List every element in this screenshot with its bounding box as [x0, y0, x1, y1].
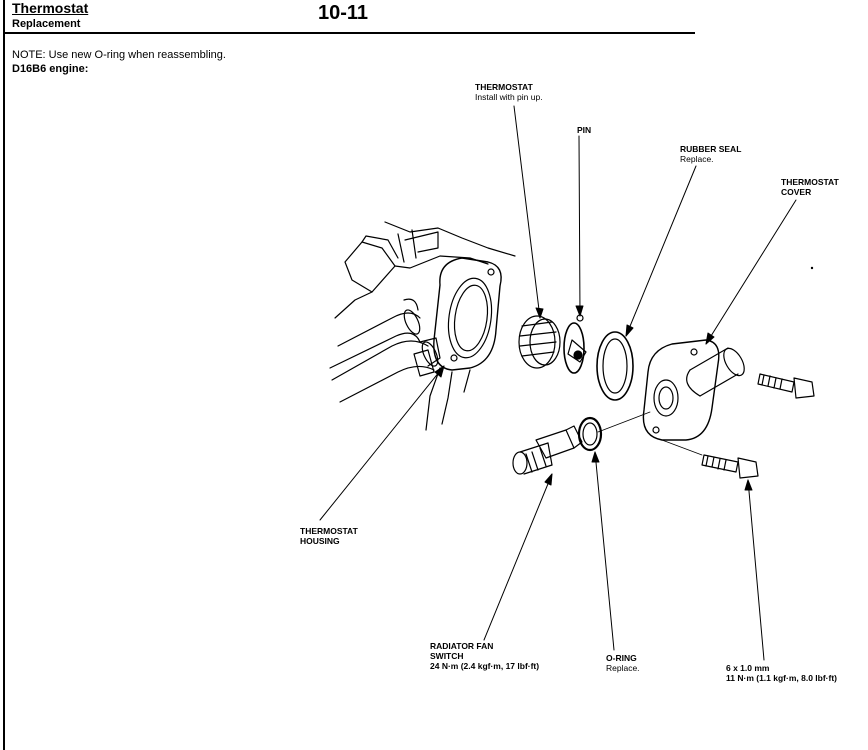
thermostat-drawing	[518, 314, 587, 374]
bolts-drawing	[701, 266, 815, 479]
label-o-ring-name: O-RING	[606, 653, 637, 663]
label-pin: PIN	[577, 125, 591, 135]
label-radiator-fan-switch-line1: RADIATOR FAN	[430, 641, 494, 651]
radiator-fan-switch-drawing	[512, 425, 583, 475]
label-rubber-seal-name: RUBBER SEAL	[680, 144, 742, 154]
thermostat-housing-drawing	[329, 221, 516, 431]
label-thermostat: THERMOSTAT Install with pin up.	[475, 82, 543, 102]
thermostat-cover-drawing	[642, 339, 745, 441]
label-pin-name: PIN	[577, 125, 592, 135]
label-o-ring: O-RING Replace.	[606, 653, 640, 673]
label-radiator-fan-switch-torque: 24 N·m (2.4 kgf·m, 17 lbf·ft)	[430, 661, 540, 671]
page-title: Thermostat	[12, 0, 89, 16]
label-o-ring-note: Replace.	[606, 663, 640, 673]
label-radiator-fan-switch-line2: SWITCH	[430, 651, 464, 661]
label-bolt: 6 x 1.0 mm 11 N·m (1.1 kgf·m, 8.0 lbf·ft…	[726, 663, 837, 683]
label-radiator-fan-switch: RADIATOR FAN SWITCH 24 N·m (2.4 kgf·m, 1…	[430, 641, 539, 671]
label-rubber-seal: RUBBER SEAL Replace.	[680, 144, 741, 164]
note-text: NOTE: Use new O-ring when reassembling.	[12, 49, 226, 61]
label-thermostat-housing: THERMOSTAT HOUSING	[300, 526, 358, 546]
engine-heading: D16B6 engine:	[12, 63, 89, 75]
rubber-seal-drawing	[596, 331, 634, 401]
o-ring-drawing	[577, 416, 603, 452]
label-thermostat-note: Install with pin up.	[475, 92, 543, 102]
label-thermostat-housing-line2: HOUSING	[300, 536, 340, 546]
page-number: 10-11	[318, 2, 369, 24]
label-thermostat-cover-line2: COVER	[781, 187, 812, 197]
header-rule	[5, 32, 695, 34]
label-bolt-size: 6 x 1.0 mm	[726, 663, 770, 673]
label-thermostat-cover-line1: THERMOSTAT	[781, 177, 839, 187]
label-thermostat-housing-line1: THERMOSTAT	[300, 526, 358, 536]
alignment-lines	[597, 411, 703, 456]
left-border-rule	[3, 0, 5, 750]
label-bolt-torque: 11 N·m (1.1 kgf·m, 8.0 lbf·ft)	[726, 673, 837, 683]
label-rubber-seal-note: Replace.	[680, 154, 714, 164]
label-thermostat-name: THERMOSTAT	[475, 82, 533, 92]
leader-lines	[319, 105, 797, 661]
page-subtitle: Replacement	[12, 18, 81, 30]
label-thermostat-cover: THERMOSTAT COVER	[781, 177, 839, 197]
